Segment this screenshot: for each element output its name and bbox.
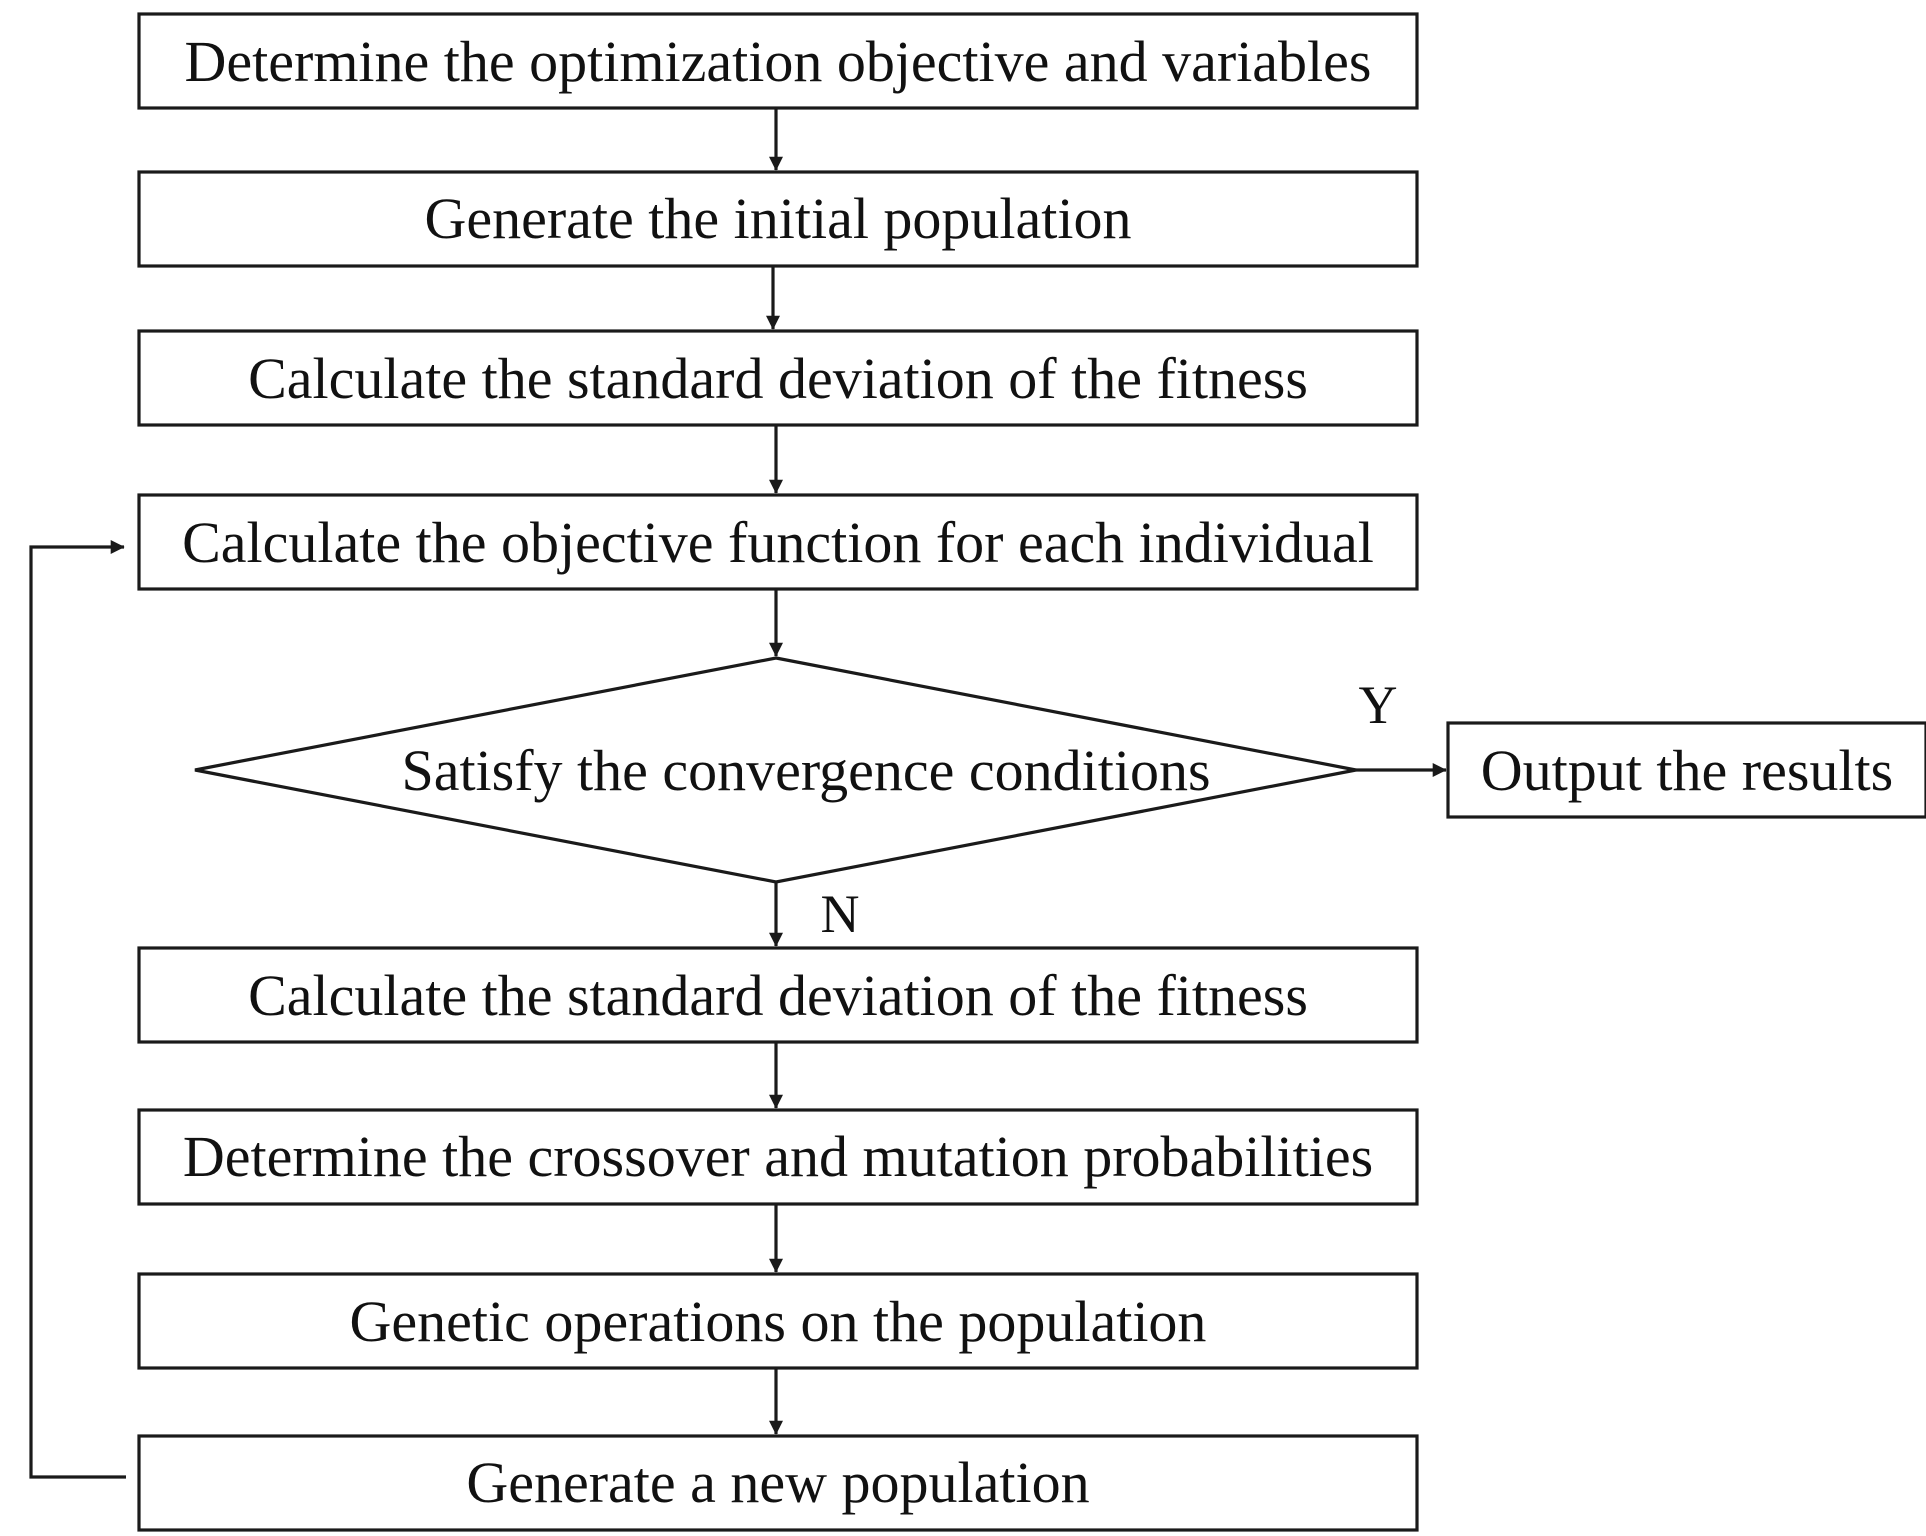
step-box-std-deviation-2: Calculate the standard deviation of the … [137, 946, 1419, 1044]
decision-label: Satisfy the convergence conditions [401, 738, 1210, 803]
output-label: Output the results [1481, 738, 1893, 803]
feedback-loop-arrow [29, 540, 126, 1479]
step-label: Calculate the standard deviation of the … [248, 346, 1308, 411]
step-label: Determine the crossover and mutation pro… [183, 1124, 1373, 1189]
decision-diamond-convergence: Satisfy the convergence conditions [194, 656, 1357, 884]
step-label: Calculate the objective function for eac… [182, 510, 1374, 575]
step-label: Generate a new population [466, 1450, 1089, 1515]
step-box-genetic-operations: Genetic operations on the population [137, 1272, 1419, 1370]
step-box-objective-function: Calculate the objective function for eac… [137, 493, 1419, 591]
step-box-std-deviation-1: Calculate the standard deviation of the … [137, 329, 1419, 427]
step-box-initial-population: Generate the initial population [137, 170, 1419, 268]
step-box-determine-objective: Determine the optimization objective and… [137, 12, 1419, 110]
step-label: Genetic operations on the population [350, 1289, 1207, 1354]
step-label: Calculate the standard deviation of the … [248, 963, 1308, 1028]
step-label: Generate the initial population [424, 186, 1131, 251]
step-label: Determine the optimization objective and… [185, 29, 1372, 94]
step-box-new-population: Generate a new population [137, 1434, 1419, 1532]
yes-label: Y [1359, 675, 1398, 735]
no-label: N [821, 884, 860, 944]
step-box-crossover-mutation: Determine the crossover and mutation pro… [137, 1108, 1419, 1206]
output-results-box: Output the results [1446, 721, 1926, 819]
